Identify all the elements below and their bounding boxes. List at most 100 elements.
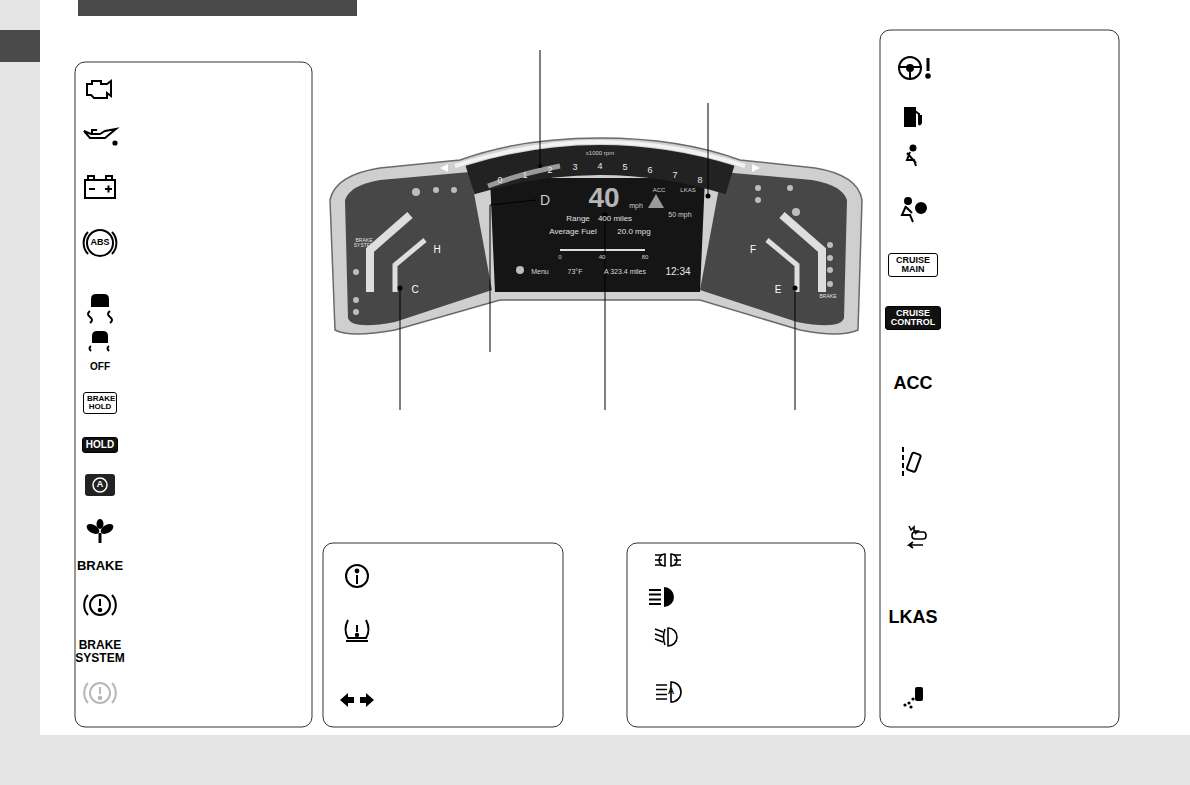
srs-icon — [902, 206, 913, 222]
check-engine-icon — [87, 81, 111, 98]
leader-dot — [538, 164, 542, 168]
display-text: 50 mph — [668, 211, 691, 218]
tpms-icon — [346, 620, 369, 641]
icon-text: BRAKE — [77, 559, 123, 573]
cluster-indicator — [827, 255, 833, 261]
parking-sensor-icon — [911, 697, 914, 700]
fuel-icon — [905, 108, 921, 126]
gauge-bar — [395, 240, 425, 292]
seatbelt-icon — [907, 146, 916, 167]
srs-icon — [905, 198, 911, 204]
info-icon — [346, 565, 368, 587]
info-icon — [356, 570, 359, 573]
fog-light-icon — [664, 628, 678, 646]
leader-dot — [398, 286, 403, 291]
cluster-indicator — [433, 187, 439, 193]
tach-number: 3 — [572, 163, 577, 172]
display-text: LKAS — [680, 187, 695, 193]
leader-line — [400, 290, 401, 410]
info-icon — [346, 565, 368, 587]
gauge-mark: C — [411, 285, 418, 296]
icon-text: ABS — [90, 238, 109, 247]
tach-number: 4 — [597, 162, 602, 171]
icon-text: BRAKE SYSTEM — [72, 639, 128, 664]
parking-sensor-icon — [903, 703, 906, 706]
tach-number: 6 — [647, 166, 652, 175]
panel-frame — [323, 543, 563, 727]
cluster-indicator — [755, 197, 761, 203]
indicator-text: BRAKE SYSTEM — [353, 238, 375, 249]
gauge-mark: E — [775, 285, 782, 296]
tach-number: 2 — [547, 166, 552, 175]
tach-number: 8 — [697, 176, 702, 185]
brake-warning-icon — [84, 595, 116, 615]
cluster-indicator — [827, 242, 833, 248]
panel-frame — [75, 62, 312, 727]
page-frame — [0, 735, 1190, 785]
lane-departure-icon — [902, 447, 904, 479]
cluster-housing — [490, 178, 705, 292]
icon-text: OFF — [90, 362, 110, 373]
tach-number: 1 — [522, 171, 527, 180]
fuel-icon — [905, 108, 915, 126]
gauge-mark: F — [750, 245, 756, 256]
badge-text: CRUISE CONTROL — [889, 309, 937, 327]
tpms-icon — [356, 634, 358, 636]
vsa-off-icon — [93, 332, 107, 342]
vsa-icon — [92, 295, 108, 306]
indicator-badge: CRUISE CONTROL — [885, 306, 941, 330]
parking-sensor-icon — [915, 687, 923, 701]
srs-icon — [902, 198, 926, 222]
cluster-indicator — [353, 297, 359, 303]
cluster-indicator — [353, 269, 359, 275]
leader-line — [490, 200, 536, 352]
brake-warning-icon — [99, 609, 102, 612]
brake-leaf-icon — [99, 533, 102, 543]
turn-signal-icon — [360, 693, 374, 707]
cluster-housing — [330, 138, 862, 334]
high-beam-icon — [664, 587, 674, 607]
oil-pressure-icon — [113, 141, 116, 144]
gauge-bar — [782, 215, 822, 292]
display-text: 73°F — [568, 268, 583, 275]
cluster-housing — [488, 166, 560, 186]
collision-warning-icon — [912, 532, 926, 539]
leader-line — [708, 103, 709, 196]
gear-indicator: D — [540, 193, 550, 208]
battery-icon — [106, 176, 112, 180]
cluster-indicator — [648, 194, 664, 208]
high-beam-icon — [649, 590, 661, 604]
cluster-indicator — [451, 187, 457, 193]
indicator-badge: BRAKE HOLD — [83, 392, 117, 414]
parking-sensor-icon — [907, 701, 910, 704]
turn-signal-icon — [340, 693, 374, 707]
indicator-text: BRAKE — [820, 294, 837, 299]
icon-text: LKAS — [889, 608, 938, 627]
gauge-bar — [370, 215, 822, 292]
info-icon — [356, 575, 358, 584]
icon-text: A — [97, 480, 104, 489]
abs-icon — [84, 230, 117, 256]
leader-line — [795, 290, 796, 410]
badge-text: CRUISE MAIN — [892, 256, 934, 274]
page-frame — [0, 0, 40, 785]
indicator-badge: HOLD — [82, 437, 118, 453]
display-text: 400 miles — [598, 215, 632, 223]
high-beam-icon — [649, 587, 674, 607]
display-text: Range — [566, 215, 590, 223]
lane-departure-icon — [903, 447, 921, 479]
display-text: ACC — [653, 187, 666, 193]
eps-icon — [899, 57, 921, 79]
auto-high-beam-icon — [656, 685, 667, 699]
display-text: Average Fuel — [549, 228, 596, 236]
oil-pressure-icon — [84, 129, 117, 145]
tpms-icon — [346, 620, 369, 641]
display-text: 20.0 mpg — [617, 228, 650, 236]
tach-unit: x1000 rpm — [586, 150, 614, 156]
leader-dot — [398, 164, 798, 291]
low-beam-icon — [655, 555, 681, 565]
panel-frame — [75, 30, 1119, 727]
clock-text: 12:34 — [665, 267, 690, 278]
abs-icon — [87, 230, 113, 256]
